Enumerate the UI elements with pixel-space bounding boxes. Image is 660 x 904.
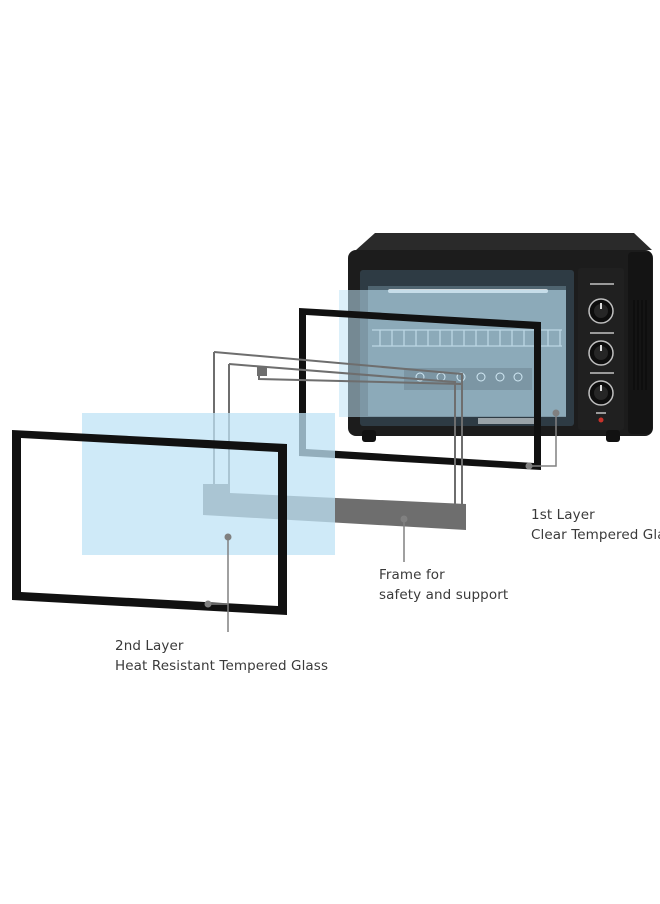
dot-first-layer-frame bbox=[525, 462, 533, 470]
label-second-layer-desc: Heat Resistant Tempered Glass bbox=[115, 658, 329, 674]
dot-first-layer-glass bbox=[552, 409, 560, 417]
label-first-layer-title: 1st Layer bbox=[531, 507, 595, 523]
oven-side bbox=[628, 252, 652, 434]
label-frame-desc: safety and support bbox=[379, 587, 509, 603]
second-layer-glass-pane bbox=[82, 413, 335, 555]
oven-knob-function bbox=[588, 340, 614, 366]
oven-top-panel bbox=[356, 233, 652, 250]
oven-knob-timer bbox=[588, 380, 614, 406]
dot-second-layer-glass bbox=[224, 533, 232, 541]
label-second-layer: 2nd Layer Heat Resistant Tempered Glass bbox=[115, 636, 328, 676]
oven-brand-plate bbox=[478, 418, 534, 424]
label-frame-title: Frame for bbox=[379, 567, 445, 583]
label-first-layer-desc: Clear Tempered Glass bbox=[531, 527, 660, 543]
oven-foot-left bbox=[362, 430, 376, 442]
oven-panel-marks bbox=[590, 283, 614, 414]
first-layer-glass-pane bbox=[339, 290, 566, 417]
door-frame-front bbox=[12, 430, 287, 615]
oven-side-vents bbox=[633, 300, 647, 390]
oven-knob-temperature bbox=[588, 298, 614, 324]
label-frame: Frame for safety and support bbox=[379, 565, 508, 605]
support-frame-clip bbox=[257, 366, 267, 376]
leader-dots bbox=[204, 409, 560, 608]
oven-indicator-light bbox=[598, 417, 604, 423]
dot-second-layer-frame bbox=[204, 600, 212, 608]
label-second-layer-title: 2nd Layer bbox=[115, 638, 184, 654]
oven-foot-right bbox=[606, 430, 620, 442]
leader-first-layer bbox=[529, 413, 557, 467]
label-first-layer: 1st Layer Clear Tempered Glass bbox=[531, 505, 660, 545]
dot-frame bbox=[400, 515, 408, 523]
